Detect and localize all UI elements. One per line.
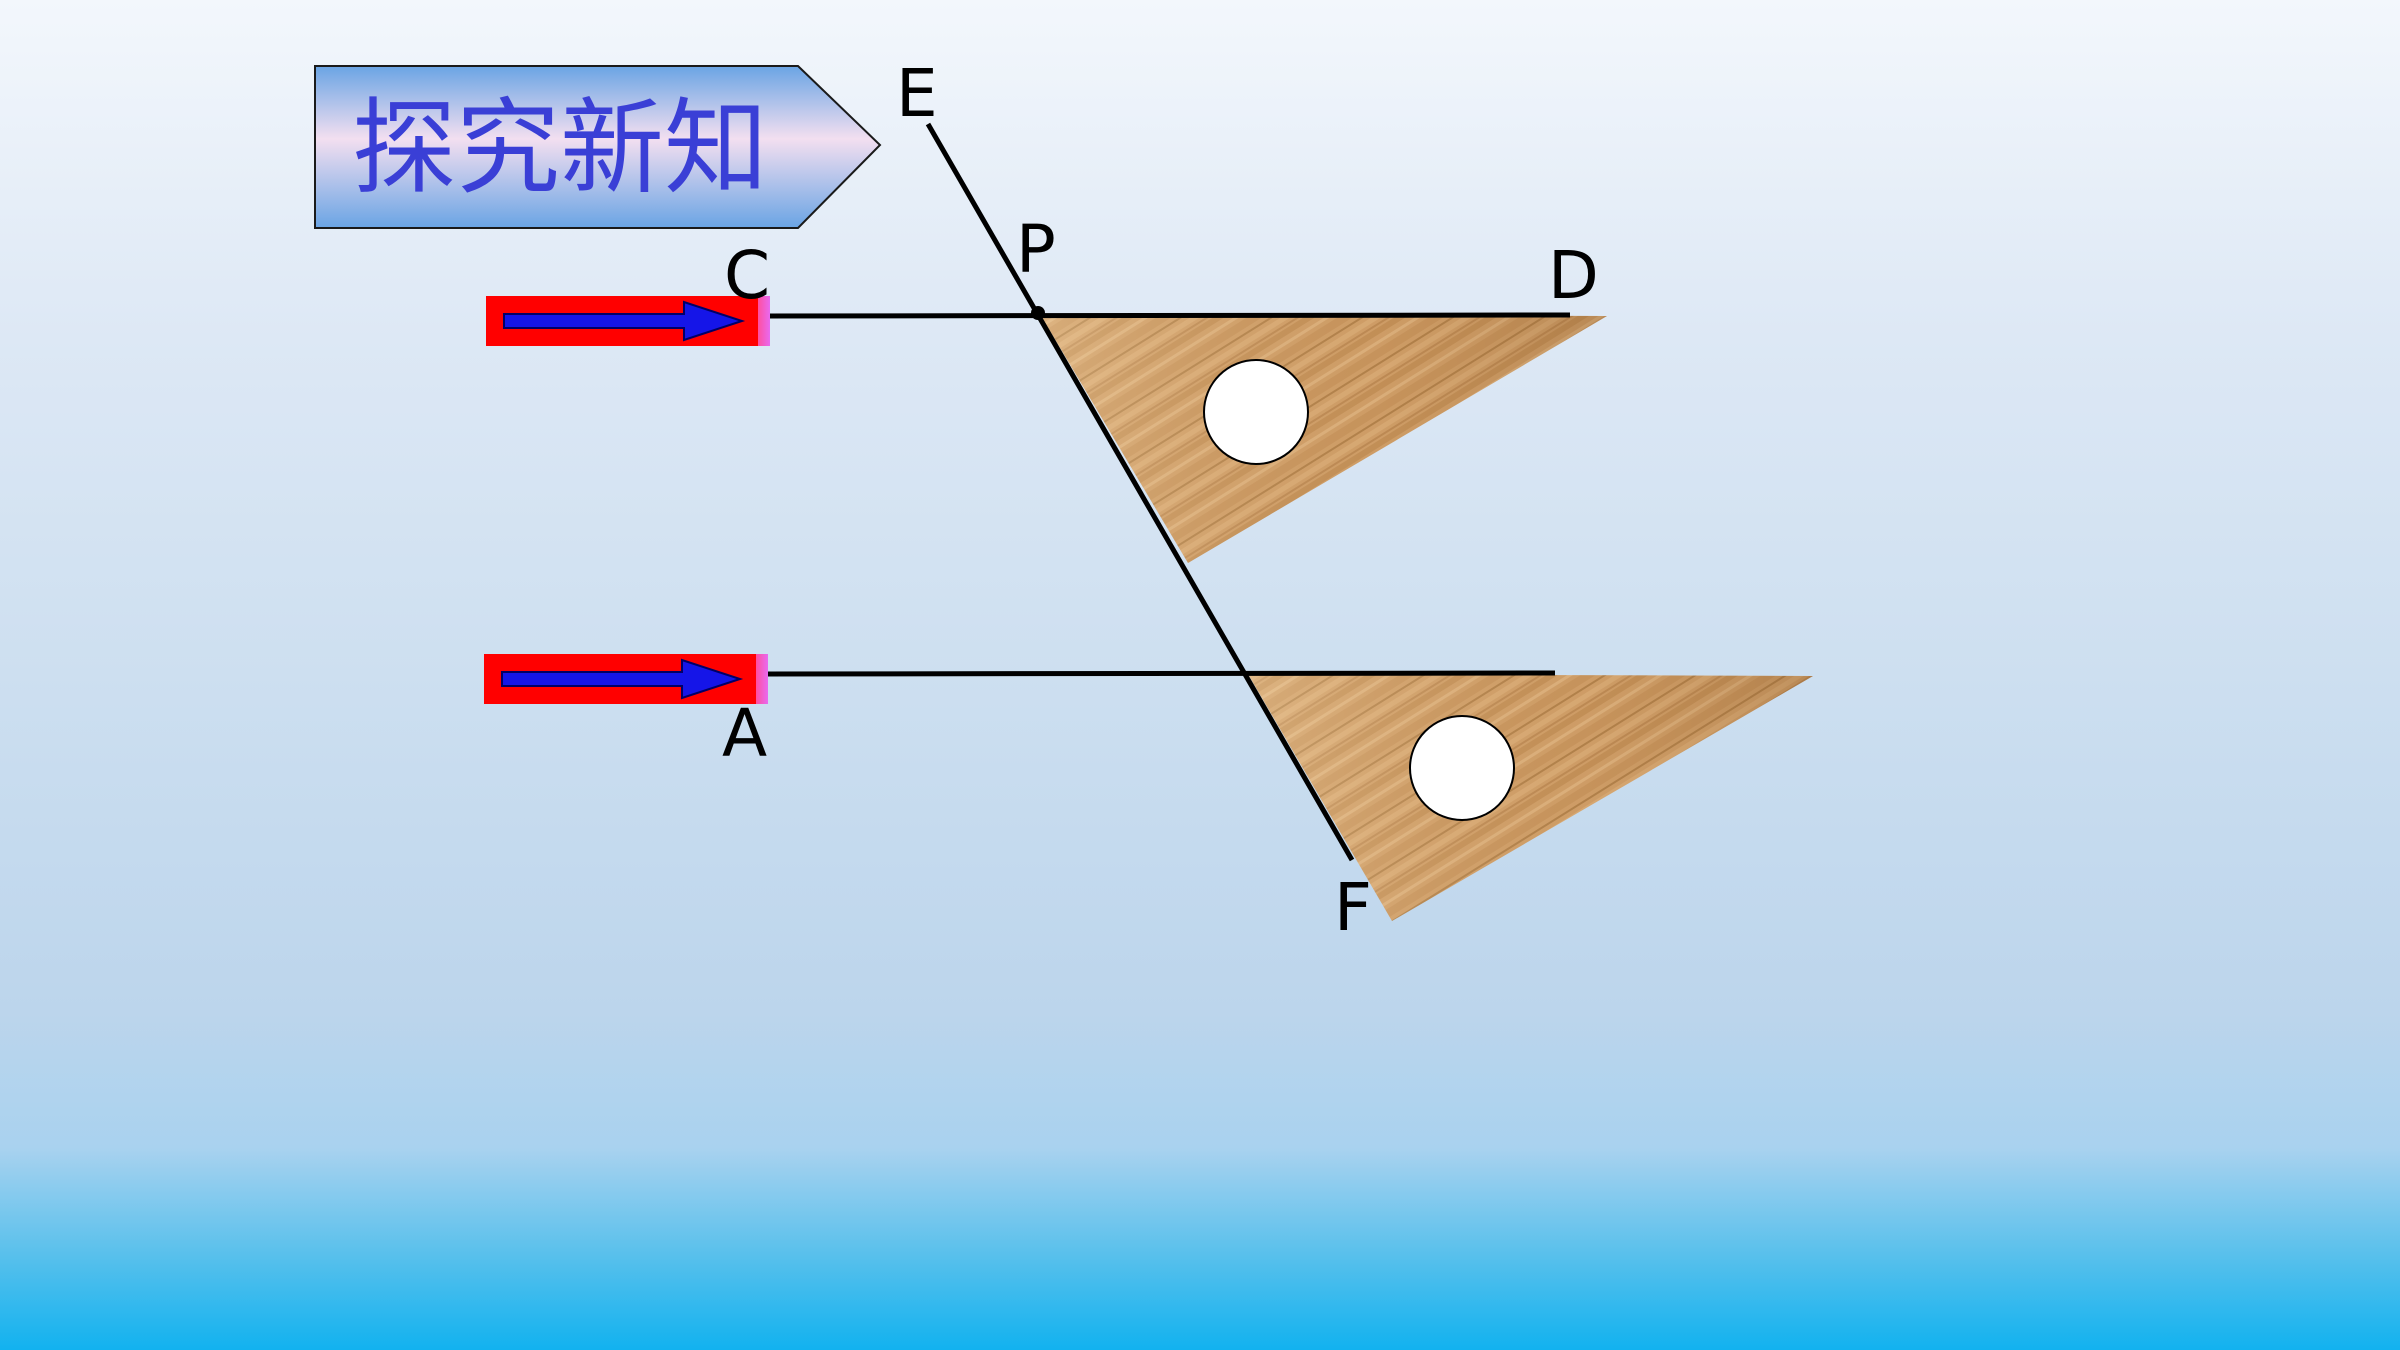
title-banner: 探究新知 bbox=[314, 65, 882, 229]
label-d: D bbox=[1548, 237, 1599, 314]
set-square-lower-hole bbox=[1409, 715, 1515, 821]
transversal-ef bbox=[925, 122, 1355, 862]
set-square-upper bbox=[1040, 314, 1607, 563]
set-square-upper-hole bbox=[1203, 359, 1309, 465]
set-square-lower bbox=[1248, 674, 1813, 921]
line-ab bbox=[759, 670, 1556, 677]
arrow-lower bbox=[484, 654, 768, 704]
point-p-dot bbox=[1031, 306, 1045, 320]
title-banner-shape bbox=[314, 65, 882, 229]
label-c: C bbox=[724, 237, 770, 314]
label-e: E bbox=[896, 55, 938, 132]
arrow-upper bbox=[486, 296, 770, 346]
label-a: A bbox=[722, 695, 767, 772]
line-cd bbox=[759, 312, 1571, 319]
label-f: F bbox=[1334, 869, 1372, 946]
geometry-lines bbox=[759, 122, 1571, 862]
slide-title: 探究新知 bbox=[352, 87, 768, 209]
label-p: P bbox=[1016, 211, 1056, 288]
